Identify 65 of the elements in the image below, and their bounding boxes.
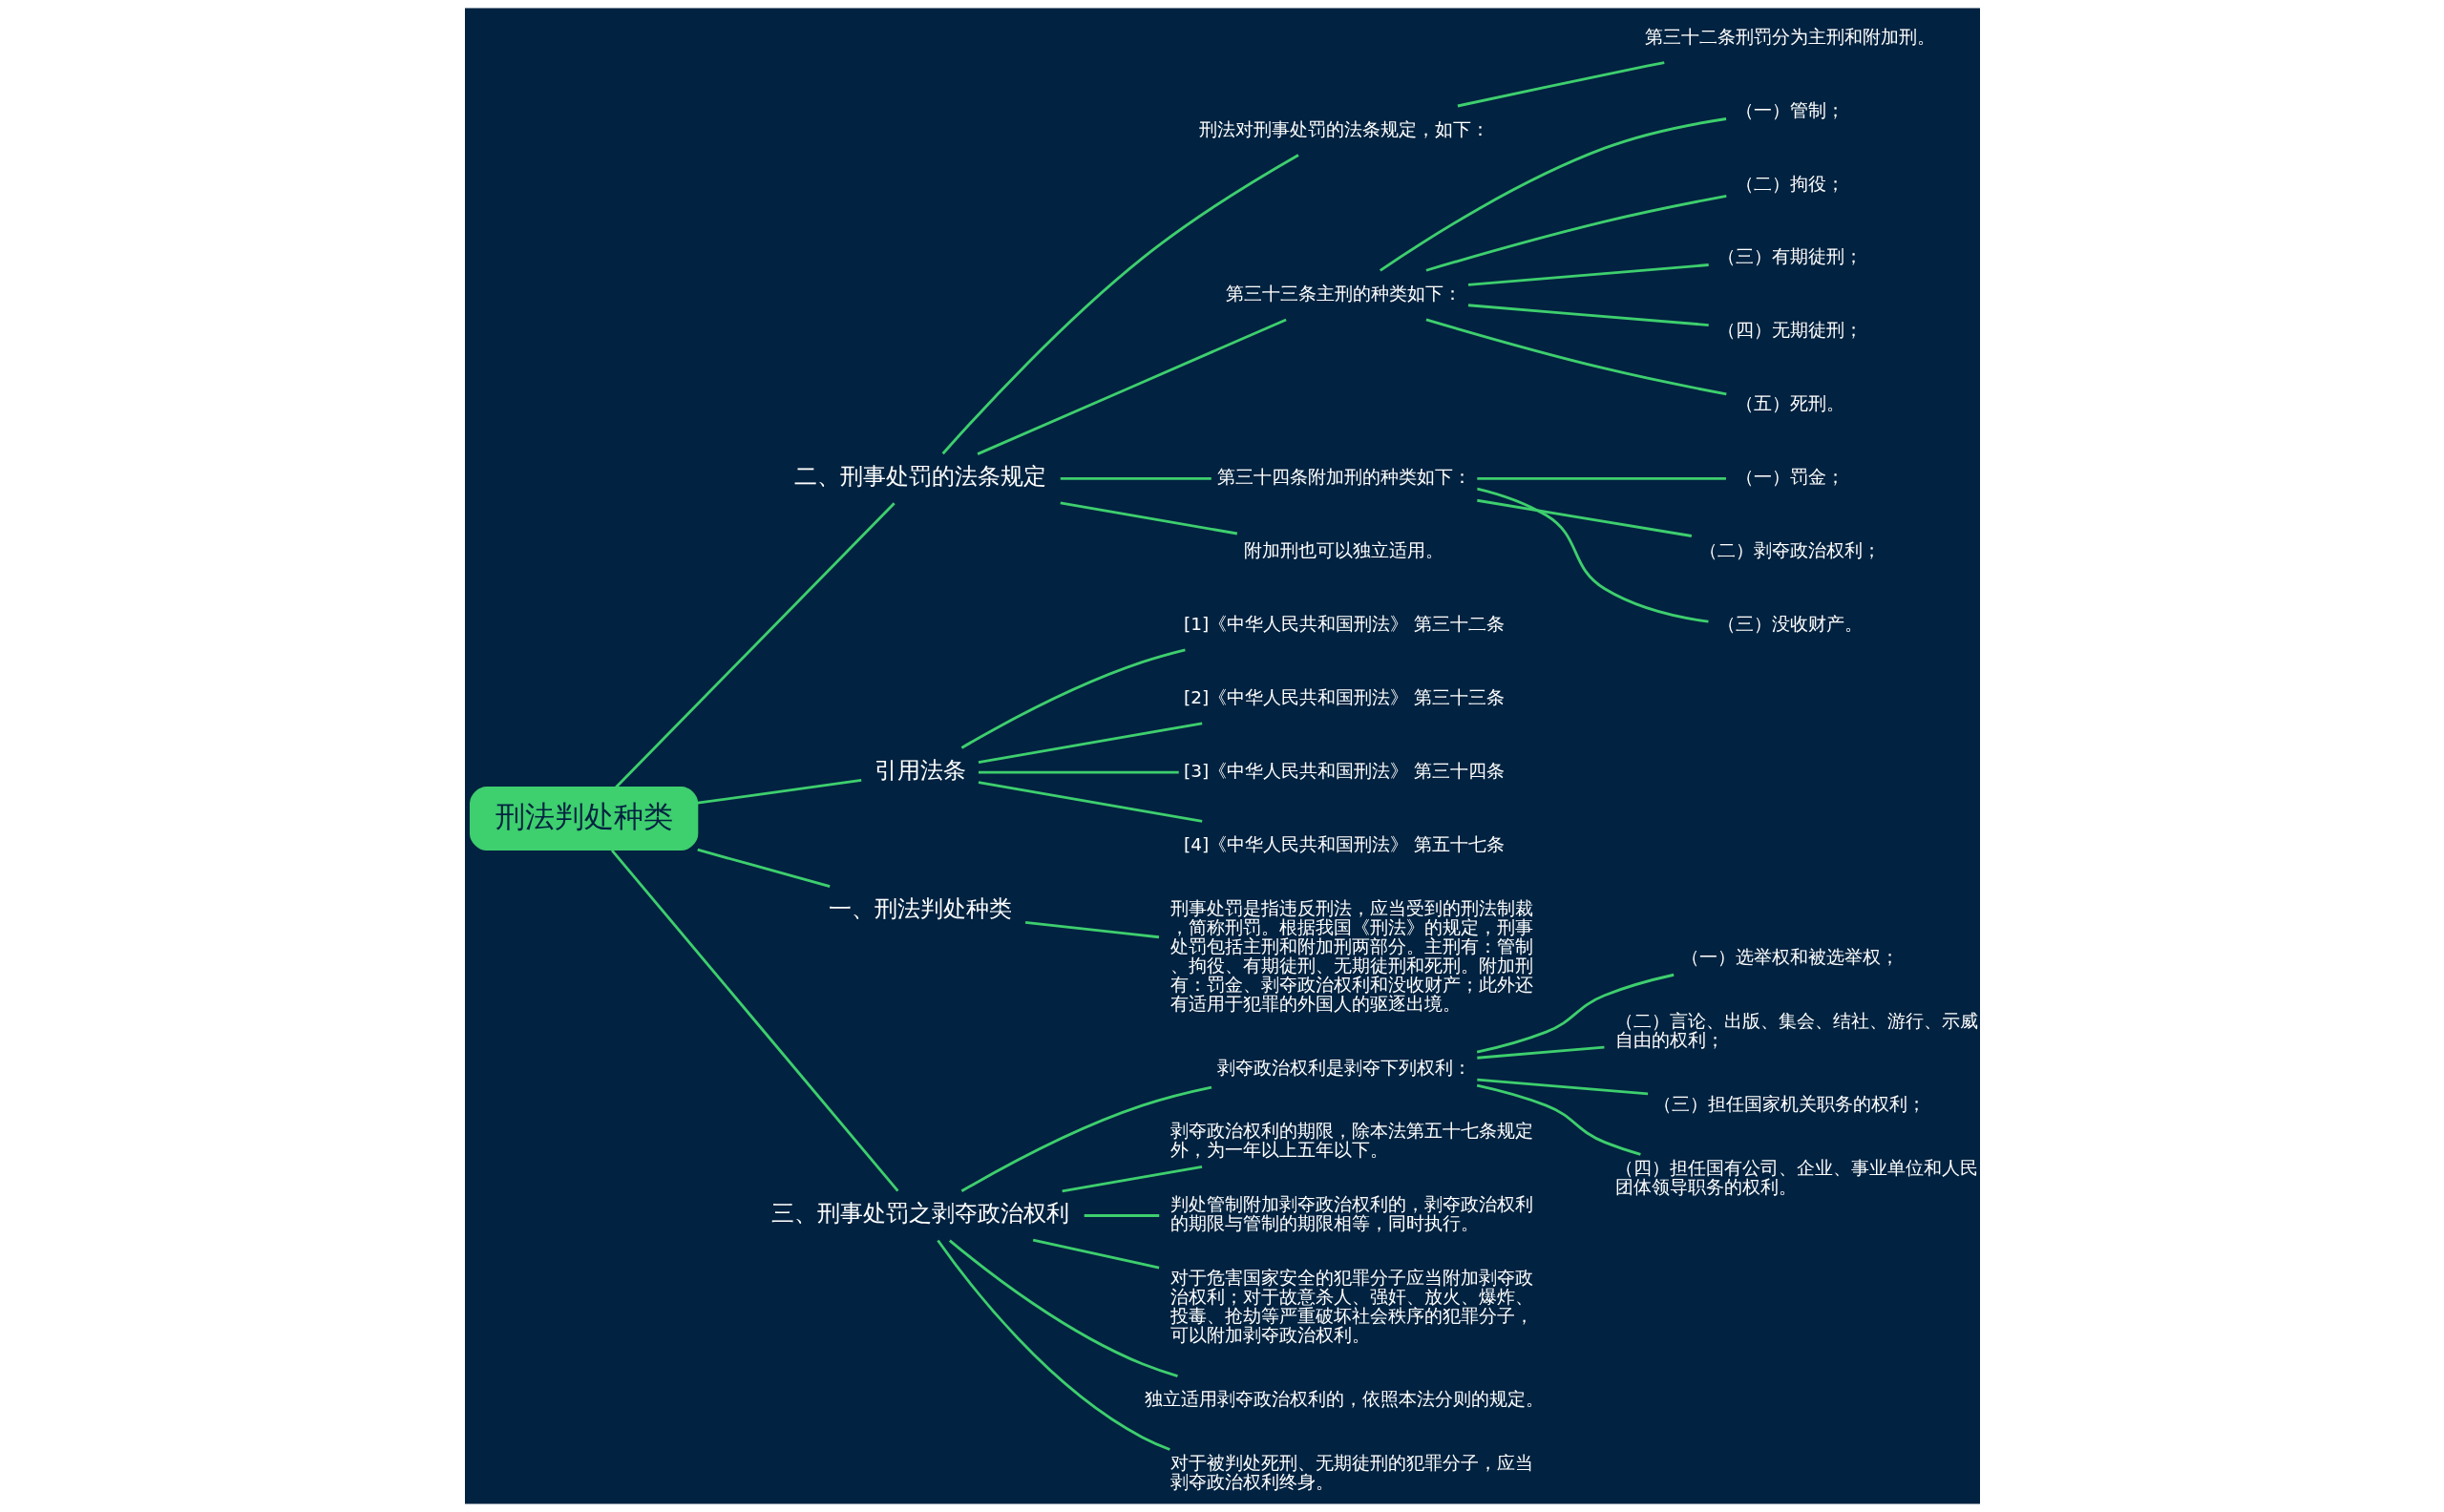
node-text: 三、刑事处罚之剥夺政治权利 xyxy=(770,1200,1069,1228)
connector xyxy=(1024,920,1159,939)
connector xyxy=(1476,1078,1648,1096)
connector xyxy=(696,848,831,888)
connector xyxy=(1476,476,1726,480)
node-text: （四）担任国有公司、企业、事业单位和人民团体领导职务的权利。 xyxy=(1614,1157,1978,1197)
node-text: 独立适用剥夺政治权利的，依照本法分则的规定。 xyxy=(1144,1389,1544,1410)
connector xyxy=(977,318,1287,455)
connector xyxy=(1467,304,1709,327)
node-text: （三）担任国家机关职务的权利； xyxy=(1653,1093,1926,1114)
connector xyxy=(1476,1083,1641,1156)
node-text: （一）选举权和被选举权； xyxy=(1680,947,1899,968)
connector xyxy=(1084,1214,1159,1217)
node-text: （三）没收财产。 xyxy=(1717,614,1863,635)
node-text: 剥夺政治权利是剥夺下列权利： xyxy=(1216,1057,1471,1078)
node-text: [2]《中华人民共和国刑法》 第三十三条 xyxy=(1183,687,1505,708)
connector xyxy=(1476,498,1692,537)
connector xyxy=(1425,194,1727,272)
connector xyxy=(978,722,1202,765)
node-text: 对于危害国家安全的犯罪分子应当附加剥夺政治权利；对于故意杀人、强奸、放火、爆炸、投毒、抢劫等严重破坏社会秩序的犯罪分子，可以附加剥夺政治权利。 xyxy=(1169,1268,1533,1346)
node-text: （二）言论、出版、集会、结社、游行、示威自由的权利； xyxy=(1614,1011,1978,1051)
node-text: 第三十四条附加刑的种类如下： xyxy=(1216,467,1471,488)
node-text: （三）有期徒刑； xyxy=(1717,246,1863,267)
node-text: （五）死刑。 xyxy=(1735,393,1844,414)
connector xyxy=(936,1239,1170,1451)
connector xyxy=(1476,973,1674,1054)
connector xyxy=(941,154,1299,455)
connector xyxy=(1060,501,1237,536)
node-text: （二）拘役； xyxy=(1735,173,1844,194)
node-text: 对于被判处死刑、无期徒刑的犯罪分子，应当剥夺政治权利终身。 xyxy=(1169,1453,1533,1492)
connector xyxy=(960,648,1186,749)
connector xyxy=(1425,318,1727,396)
node-box: 刑法判处种类 xyxy=(469,787,698,850)
connector xyxy=(1467,263,1709,286)
connector xyxy=(1060,476,1211,480)
node-text: （一）罚金； xyxy=(1735,467,1844,488)
node-text: （四）无期徒刑； xyxy=(1717,320,1863,341)
node-text: [1]《中华人民共和国刑法》 第三十二条 xyxy=(1183,614,1505,635)
node-text: 刑法对刑事处罚的法条规定，如下： xyxy=(1198,118,1489,139)
connector xyxy=(697,779,861,805)
node-text: 判处管制附加剥夺政治权利的，剥夺政治权利的期限与管制的期限相等，同时执行。 xyxy=(1169,1194,1533,1234)
connector xyxy=(1061,1165,1202,1193)
connector xyxy=(978,781,1202,823)
connector xyxy=(948,1239,1178,1377)
connector xyxy=(1379,117,1726,272)
connector xyxy=(1457,61,1665,108)
node-text: [3]《中华人民共和国刑法》 第三十四条 xyxy=(1183,760,1505,781)
connector xyxy=(960,1085,1211,1193)
node-text: （二）剥夺政治权利； xyxy=(1698,540,1881,561)
node-text: 剥夺政治权利的期限，除本法第五十七条规定外，为一年以上五年以下。 xyxy=(1169,1121,1533,1161)
connector xyxy=(1476,487,1709,623)
node-text: 附加刑也可以独立适用。 xyxy=(1244,540,1443,561)
node-text: 二、刑事处罚的法条规定 xyxy=(793,463,1046,491)
node-text: 第三十三条主刑的种类如下： xyxy=(1226,283,1462,304)
connector xyxy=(610,849,899,1192)
node-text: 第三十二条刑罚分为主刑和附加刑。 xyxy=(1644,26,1935,47)
node-text: 引用法条 xyxy=(874,756,966,784)
connector xyxy=(978,770,1179,774)
connector xyxy=(1476,1045,1605,1060)
node-text: 刑事处罚是指违反刑法，应当受到的刑法制裁，简称刑罚。根据我国《刑法》的规定，刑事处罚包括主刑和附加刑两部分。主刑有：管制、拘役、有期徒刑、无期徒刑和死刑。附加刑有：罚金、剥夺政治权利和没收财产；此外还有适用于犯罪的外国人的驱逐出境。 xyxy=(1169,897,1533,1014)
node-text: （一）管制； xyxy=(1735,99,1844,120)
node-text: 一、刑法判处种类 xyxy=(828,895,1012,923)
node-text: [4]《中华人民共和国刑法》 第五十七条 xyxy=(1183,833,1505,854)
connector xyxy=(614,502,895,788)
connector xyxy=(1032,1238,1159,1270)
